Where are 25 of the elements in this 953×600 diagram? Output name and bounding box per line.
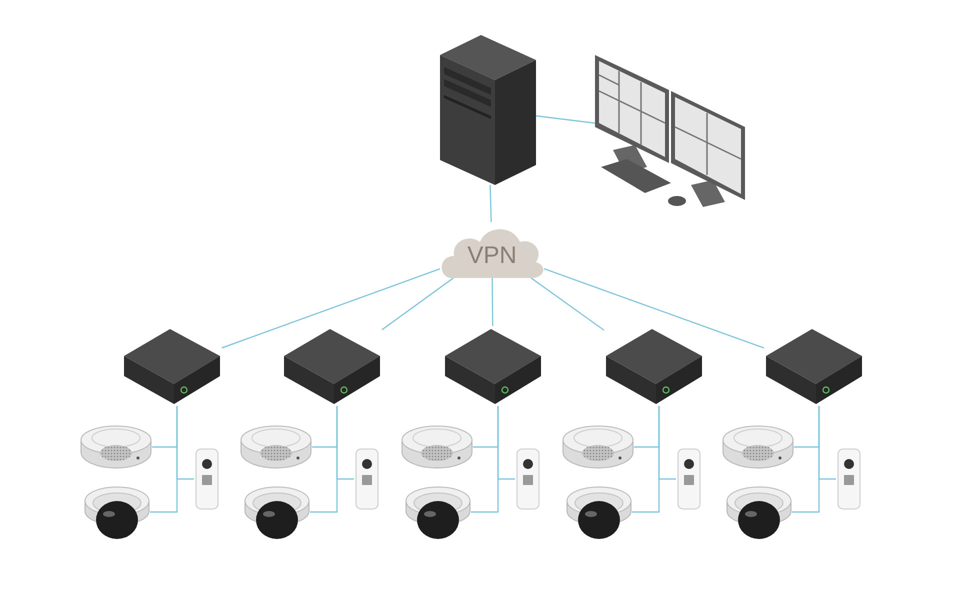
connector-line — [222, 268, 440, 348]
connector-line — [150, 406, 178, 513]
recorder-box-drawing — [443, 326, 543, 406]
node-label: VPN — [467, 244, 517, 268]
connector-line — [310, 406, 338, 513]
recorder-box-drawing — [604, 326, 704, 406]
connector-line — [490, 184, 492, 222]
connector-line — [544, 268, 764, 349]
recorder-box-drawing — [122, 326, 222, 406]
connector-line — [471, 406, 499, 513]
recorder-box-drawing — [282, 326, 382, 406]
door-intercom-drawing — [515, 448, 541, 510]
connector-line — [632, 406, 660, 513]
server-tower-drawing — [440, 35, 536, 185]
dual-monitor-workstation-drawing — [595, 55, 747, 210]
connector-line — [492, 278, 494, 326]
connector-line — [382, 278, 454, 330]
door-intercom-drawing — [836, 448, 862, 510]
door-intercom-drawing — [354, 448, 380, 510]
door-intercom-drawing — [676, 448, 702, 510]
door-intercom-drawing — [194, 448, 220, 510]
recorder-box-drawing — [764, 326, 864, 406]
connector-line — [530, 278, 604, 331]
connector-line — [792, 406, 820, 513]
connector-line — [536, 115, 596, 124]
